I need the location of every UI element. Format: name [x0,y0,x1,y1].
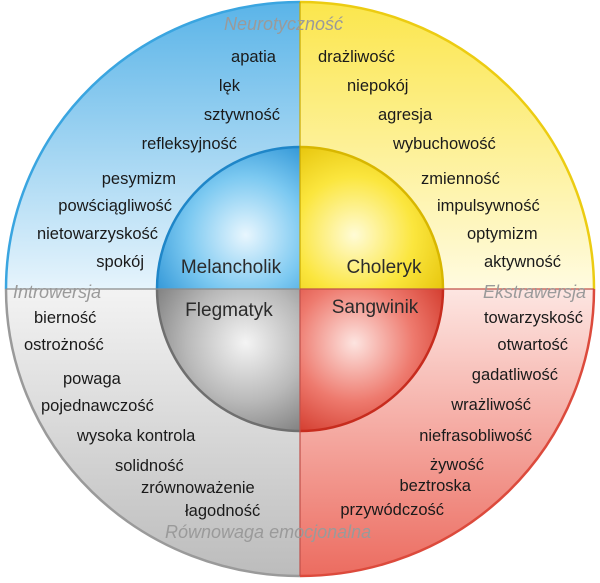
trait-sanguine: beztroska [399,477,471,495]
core-border-melancholic [155,145,301,290]
trait-melancholic: spokój [96,253,144,271]
trait-choleric: optymizm [467,225,538,243]
trait-choleric: drażliwość [318,48,395,66]
trait-phlegmatic: bierność [34,309,96,327]
trait-choleric: niepokój [347,77,408,95]
trait-choleric: impulsywność [437,197,540,215]
trait-melancholic: lęk [219,77,241,95]
trait-choleric: zmienność [421,170,500,188]
border-phlegmatic [4,288,301,578]
trait-phlegmatic: pojednawczość [41,397,154,415]
core-phlegmatic [157,289,300,431]
trait-melancholic: refleksyjność [142,135,237,153]
trait-sanguine: gadatliwość [472,366,558,384]
trait-sanguine: przywódczość [340,501,444,519]
trait-sanguine: żywość [430,456,484,474]
core-border-choleric [299,145,445,290]
axis-label-right: Ekstrawersja [483,282,586,302]
core-name-sanguine: Sangwinik [332,297,419,318]
core-sanguine [300,289,443,431]
trait-phlegmatic: łagodność [185,502,260,520]
trait-choleric: wybuchowość [392,135,496,153]
trait-sanguine: otwartość [497,336,568,354]
trait-sanguine: niefrasobliwość [419,427,532,445]
border-sanguine [299,288,596,578]
core-name-melancholic: Melancholik [181,257,282,278]
trait-phlegmatic: ostrożność [24,336,104,354]
core-choleric [300,147,443,289]
trait-sanguine: wrażliwość [450,396,531,414]
trait-phlegmatic: powaga [63,370,122,388]
border-choleric [299,0,596,290]
trait-melancholic: sztywność [204,106,280,124]
trait-melancholic: nietowarzyskość [37,225,158,243]
core-melancholic [157,147,300,289]
core-name-choleric: Choleryk [347,257,422,278]
axis-label-left: Introwersja [13,282,101,302]
core-name-phlegmatic: Flegmatyk [185,300,273,321]
trait-melancholic: pesymizm [102,170,176,188]
axis-label-bottom: Równowaga emocjonalna [165,522,371,542]
trait-phlegmatic: solidność [115,457,184,475]
trait-choleric: aktywność [484,253,561,271]
trait-phlegmatic: zrównoważenie [141,479,255,497]
trait-phlegmatic: wysoka kontrola [76,427,196,445]
border-melancholic [4,0,301,290]
core-border-phlegmatic [155,288,301,433]
trait-melancholic: powściągliwość [58,197,172,215]
trait-melancholic: apatia [231,48,277,66]
trait-sanguine: towarzyskość [484,309,583,327]
trait-choleric: agresja [378,106,433,124]
axis-label-top: Neurotyczność [224,14,343,34]
core-border-sanguine [299,288,445,433]
